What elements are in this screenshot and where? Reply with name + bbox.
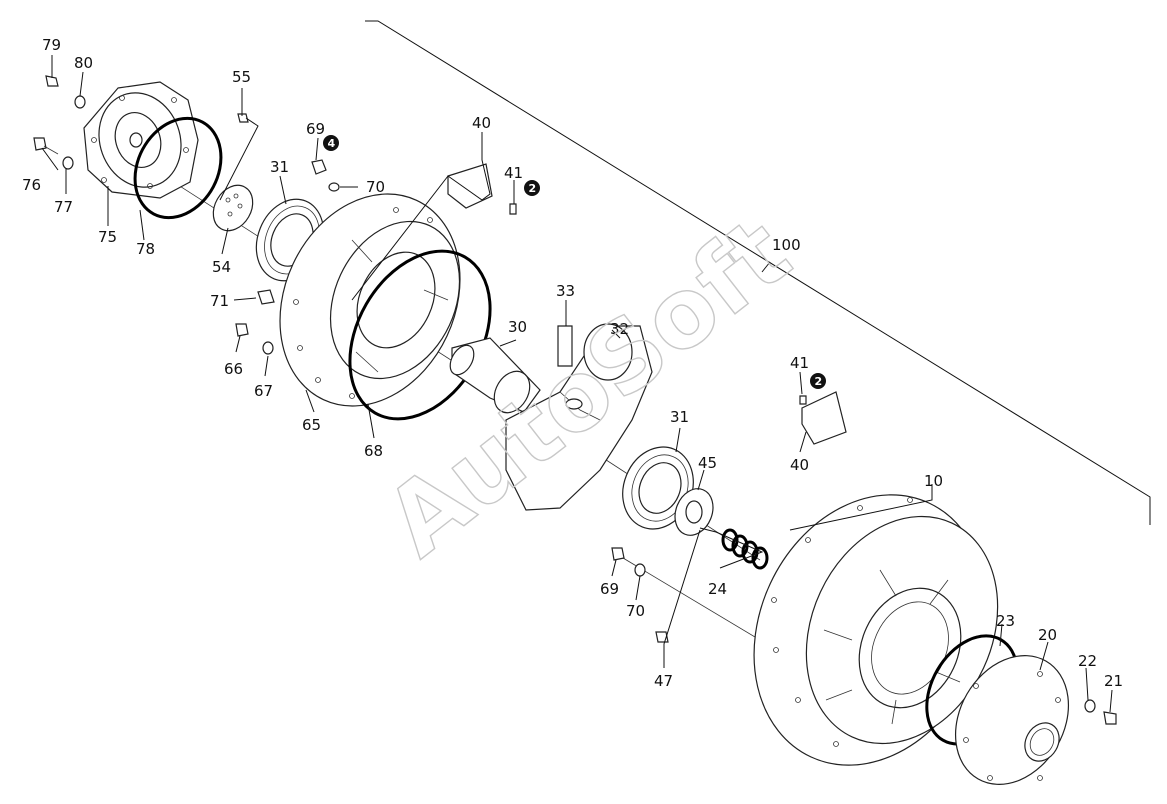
callout-10: 10 bbox=[924, 472, 943, 490]
svg-text:2: 2 bbox=[815, 375, 823, 388]
callout-22: 22 bbox=[1078, 652, 1097, 670]
svg-text:4: 4 bbox=[328, 137, 336, 150]
callout-78: 78 bbox=[136, 240, 155, 258]
callout-55: 55 bbox=[232, 68, 251, 86]
callout-31-lower: 31 bbox=[670, 408, 689, 426]
callout-47: 47 bbox=[654, 672, 673, 690]
callout-24: 24 bbox=[708, 580, 727, 598]
callout-30: 30 bbox=[508, 318, 527, 336]
callout-40-upper: 40 bbox=[472, 114, 491, 132]
bolt-76 bbox=[33, 137, 59, 155]
washer-67 bbox=[262, 341, 274, 355]
callout-41-upper: 41 bbox=[504, 164, 523, 182]
screw-79 bbox=[45, 75, 59, 87]
callout-70-lower: 70 bbox=[626, 602, 645, 620]
callout-21: 21 bbox=[1104, 672, 1123, 690]
callout-75: 75 bbox=[98, 228, 117, 246]
callout-66: 66 bbox=[224, 360, 243, 378]
svg-text:2: 2 bbox=[529, 182, 537, 195]
plate-40-lower bbox=[801, 391, 847, 445]
callout-80: 80 bbox=[74, 54, 93, 72]
callout-67: 67 bbox=[254, 382, 273, 400]
bolt-33 bbox=[557, 325, 573, 367]
washer-70-lower bbox=[634, 563, 646, 577]
note-badge-4: 4 bbox=[323, 135, 339, 151]
housing-65 bbox=[279, 193, 461, 407]
callout-71: 71 bbox=[210, 292, 229, 310]
screw-41-upper bbox=[509, 203, 517, 215]
bolt-21 bbox=[1103, 711, 1117, 725]
o-ring-78 bbox=[133, 116, 223, 220]
callout-54: 54 bbox=[212, 258, 231, 276]
shaft-30 bbox=[449, 337, 541, 414]
rear-cover-75 bbox=[83, 81, 199, 199]
callout-32: 32 bbox=[610, 320, 629, 338]
bearing-cap-54 bbox=[212, 184, 254, 232]
callout-79: 79 bbox=[42, 36, 61, 54]
callout-40-lower: 40 bbox=[790, 456, 809, 474]
callout-33: 33 bbox=[556, 282, 575, 300]
callout-69-upper: 69 bbox=[306, 120, 325, 138]
plate-40-upper bbox=[447, 163, 493, 209]
screw-41-lower bbox=[799, 395, 807, 405]
callout-77: 77 bbox=[54, 198, 73, 216]
washer-22 bbox=[1084, 699, 1096, 713]
callout-45: 45 bbox=[698, 454, 717, 472]
callout-23: 23 bbox=[996, 612, 1015, 630]
callout-68: 68 bbox=[364, 442, 383, 460]
callout-76: 76 bbox=[22, 176, 41, 194]
leader-lines bbox=[41, 55, 1113, 713]
callout-labels: 79 80 76 77 75 78 55 54 31 69 70 71 66 6… bbox=[22, 36, 1123, 690]
nut-69-upper bbox=[311, 159, 327, 175]
assembly-boundary-100 bbox=[365, 20, 1151, 525]
washer-70-upper bbox=[328, 182, 340, 192]
washer-80 bbox=[74, 95, 86, 109]
callout-65: 65 bbox=[302, 416, 321, 434]
bolt-55 bbox=[237, 113, 249, 123]
callout-41-lower: 41 bbox=[790, 354, 809, 372]
callout-70-upper: 70 bbox=[366, 178, 385, 196]
callout-69-lower: 69 bbox=[600, 580, 619, 598]
callout-100: 100 bbox=[772, 236, 801, 254]
rings-24 bbox=[721, 528, 769, 570]
nut-71 bbox=[257, 289, 275, 305]
end-cover-20 bbox=[954, 655, 1070, 785]
note-badge-2-lower: 2 bbox=[810, 373, 826, 389]
hub-45 bbox=[674, 488, 714, 536]
callout-20: 20 bbox=[1038, 626, 1057, 644]
washer-77 bbox=[62, 156, 74, 170]
nut-69-lower bbox=[611, 547, 625, 561]
bolt-66 bbox=[235, 323, 249, 337]
callout-31-upper: 31 bbox=[270, 158, 289, 176]
note-badge-2-upper: 2 bbox=[524, 180, 540, 196]
